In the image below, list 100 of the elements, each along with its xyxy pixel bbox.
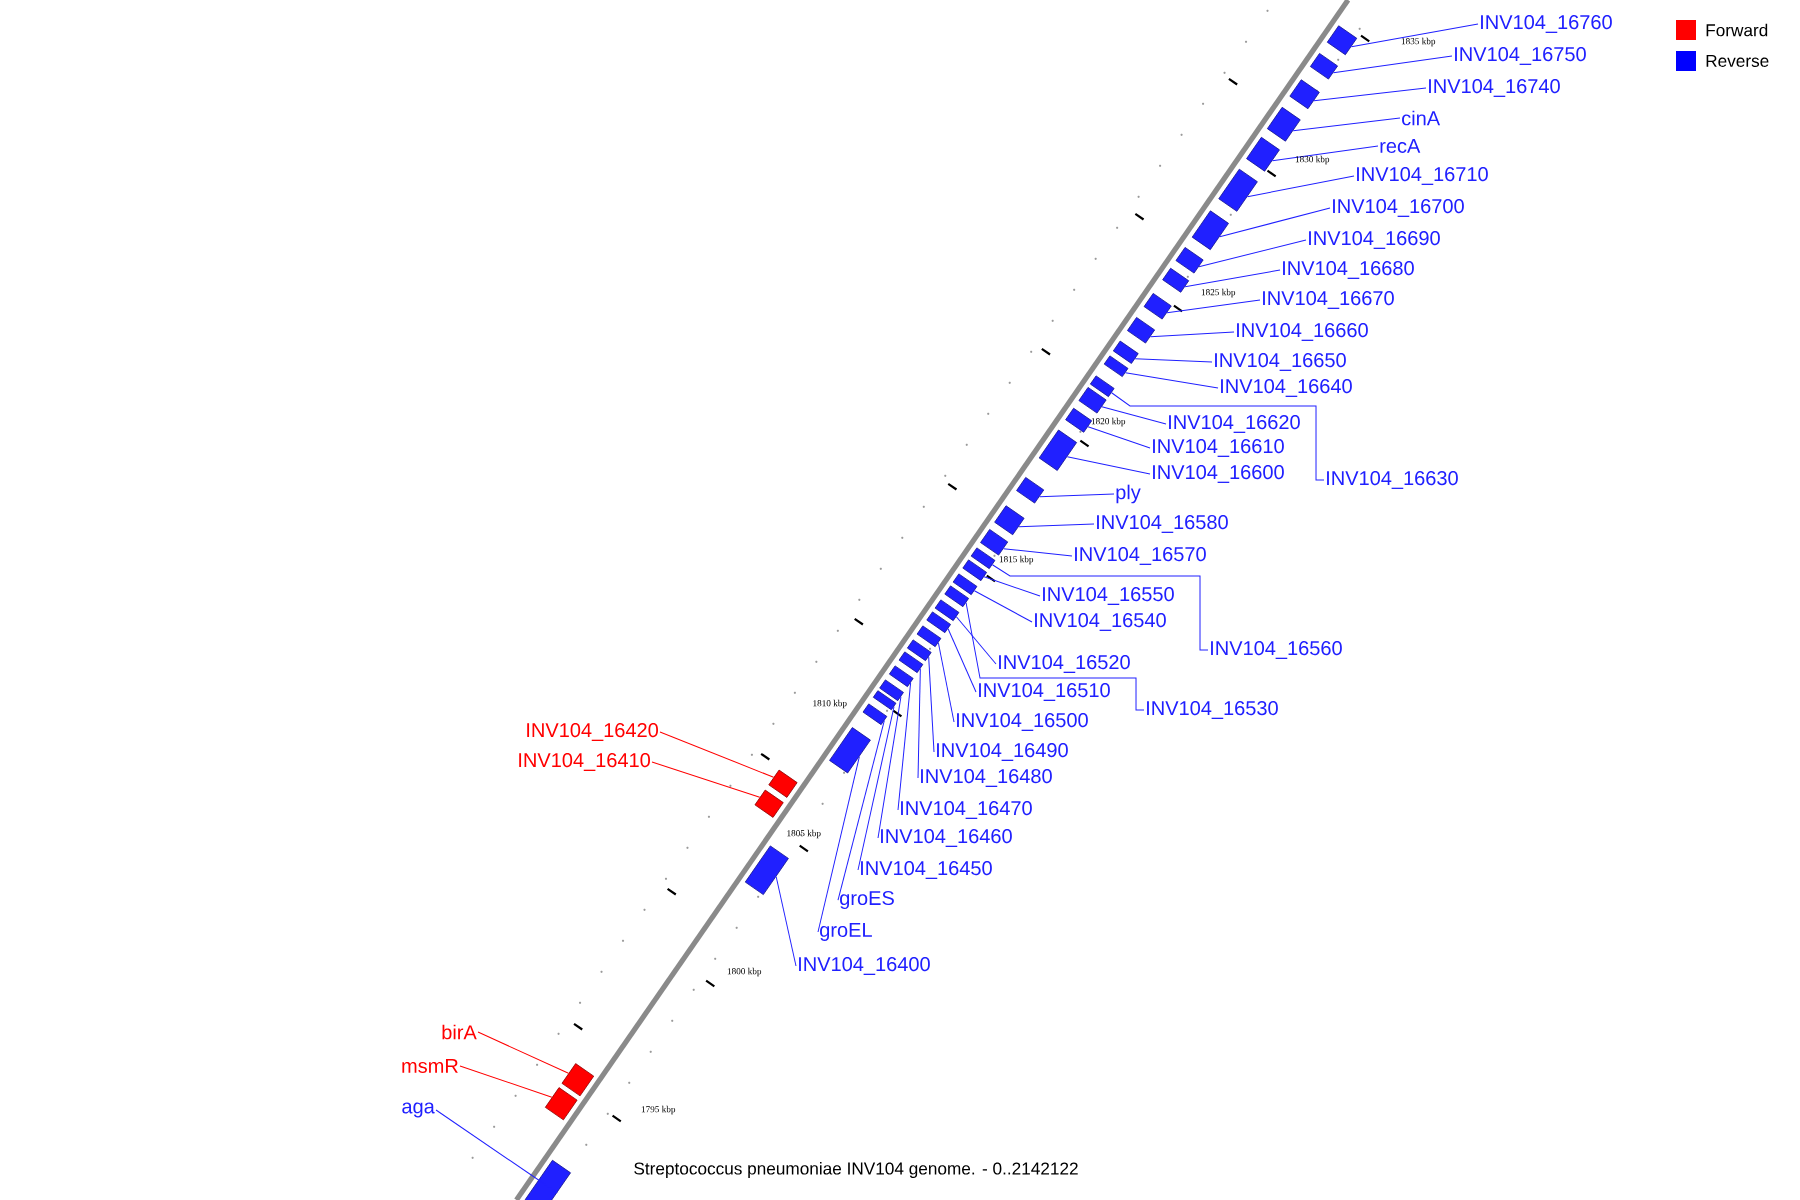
leader-line xyxy=(937,642,955,723)
legend-label: Forward xyxy=(1706,23,1768,37)
gene-block xyxy=(1112,340,1139,364)
leader-line xyxy=(1246,175,1355,198)
gene-label: INV104_16560 xyxy=(1211,641,1342,659)
legend-label: Reverse xyxy=(1706,55,1769,67)
leader-line xyxy=(1101,406,1167,425)
gene-block xyxy=(1191,210,1229,251)
leader-line xyxy=(651,761,761,798)
gene-label: birA xyxy=(442,1024,477,1040)
gene-label: INV104_16740 xyxy=(1429,79,1560,97)
gene-block xyxy=(544,1087,578,1121)
leader-line xyxy=(1166,299,1261,314)
gene-block xyxy=(994,505,1025,536)
leader-line xyxy=(435,1109,558,1194)
gene-block xyxy=(1266,106,1301,142)
gene-block xyxy=(1175,247,1204,274)
gene-block xyxy=(561,1063,595,1097)
leader-line xyxy=(1292,117,1401,132)
gene-label: INV104_16580 xyxy=(1097,515,1228,533)
gene-block xyxy=(970,547,996,570)
leader-line xyxy=(837,720,885,901)
gene-label: INV104_16670 xyxy=(1263,291,1394,309)
gene-label: INV104_16690 xyxy=(1309,231,1440,249)
gene-label: INV104_16710 xyxy=(1357,167,1488,185)
gene-label: INV104_16630 xyxy=(1327,471,1458,489)
gene-block xyxy=(889,665,914,688)
gene-block xyxy=(944,585,969,608)
gene-block xyxy=(1089,375,1115,398)
gene-block xyxy=(1310,53,1338,80)
gene-block xyxy=(862,703,888,726)
leader-line xyxy=(1124,372,1219,389)
gene-label: aga xyxy=(402,1102,435,1118)
leader-line xyxy=(459,1065,553,1098)
gene-label: groES xyxy=(840,890,894,910)
gene-block xyxy=(744,845,789,895)
gene-block xyxy=(1246,136,1280,172)
leader-line xyxy=(1271,145,1379,162)
leader-line xyxy=(877,696,902,839)
leader-line xyxy=(947,628,977,693)
gene-block xyxy=(962,559,987,582)
gene-label: INV104_16460 xyxy=(881,829,1012,847)
leader-line xyxy=(928,656,935,753)
gene-block xyxy=(524,1159,571,1200)
leader-line xyxy=(817,756,860,933)
gene-label: INV104_16660 xyxy=(1237,323,1368,341)
leader-line xyxy=(857,706,895,871)
leader-line xyxy=(775,876,797,967)
gene-block xyxy=(1162,267,1190,293)
gene-block xyxy=(1218,168,1258,212)
gene-label: INV104_16700 xyxy=(1333,199,1464,217)
gene-label: INV104_16400 xyxy=(799,957,930,975)
leader-line xyxy=(659,731,775,778)
leader-line xyxy=(1039,493,1115,498)
gene-block xyxy=(898,651,924,674)
leader-line xyxy=(1087,426,1151,449)
gene-label: INV104_16470 xyxy=(901,801,1032,819)
gene-block xyxy=(916,625,942,648)
gene-block xyxy=(1038,429,1077,471)
gene-block xyxy=(872,690,897,711)
gene-block xyxy=(879,679,904,702)
gene-block xyxy=(754,789,784,818)
leader-line xyxy=(1198,239,1307,268)
leader-line xyxy=(973,590,1033,623)
gene-label: INV104_16610 xyxy=(1153,439,1284,457)
gene-block xyxy=(1065,407,1093,433)
leader-line xyxy=(965,602,1145,711)
gene-label: INV104_16510 xyxy=(979,683,1110,701)
gene-label: INV104_16500 xyxy=(957,713,1088,731)
gene-label: INV104_16640 xyxy=(1221,379,1352,397)
gene-block xyxy=(1103,355,1129,377)
gene-label: INV104_16760 xyxy=(1481,15,1612,33)
gene-block xyxy=(926,611,951,634)
gene-block xyxy=(829,727,871,774)
gene-block xyxy=(980,529,1009,556)
leader-line xyxy=(1149,331,1235,338)
gene-block xyxy=(1143,293,1172,320)
gene-label: INV104_16570 xyxy=(1075,547,1206,565)
leader-line xyxy=(1111,392,1325,481)
leader-line xyxy=(1313,87,1427,102)
leader-line xyxy=(1184,269,1281,288)
gene-label: INV104_16530 xyxy=(1147,701,1278,719)
gene-label: INV104_16450 xyxy=(861,861,992,879)
gene-label: INV104_16410 xyxy=(519,753,650,771)
gene-block xyxy=(934,599,960,622)
gene-label: recA xyxy=(1380,139,1421,153)
gene-block xyxy=(907,639,932,662)
leader-line xyxy=(897,682,912,811)
leader-line xyxy=(1003,548,1073,557)
leader-line xyxy=(1350,23,1479,48)
leader-line xyxy=(1066,456,1151,475)
gene-label: INV104_16600 xyxy=(1153,465,1284,483)
gene-label: msmR xyxy=(402,1059,458,1073)
gene-block xyxy=(1127,317,1156,344)
leader-line xyxy=(955,616,997,665)
leader-line xyxy=(477,1031,569,1074)
leader-line xyxy=(1332,55,1453,74)
gene-label: INV104_16490 xyxy=(937,743,1068,761)
gene-block xyxy=(1016,477,1045,504)
gene-label: INV104_16540 xyxy=(1035,613,1166,631)
